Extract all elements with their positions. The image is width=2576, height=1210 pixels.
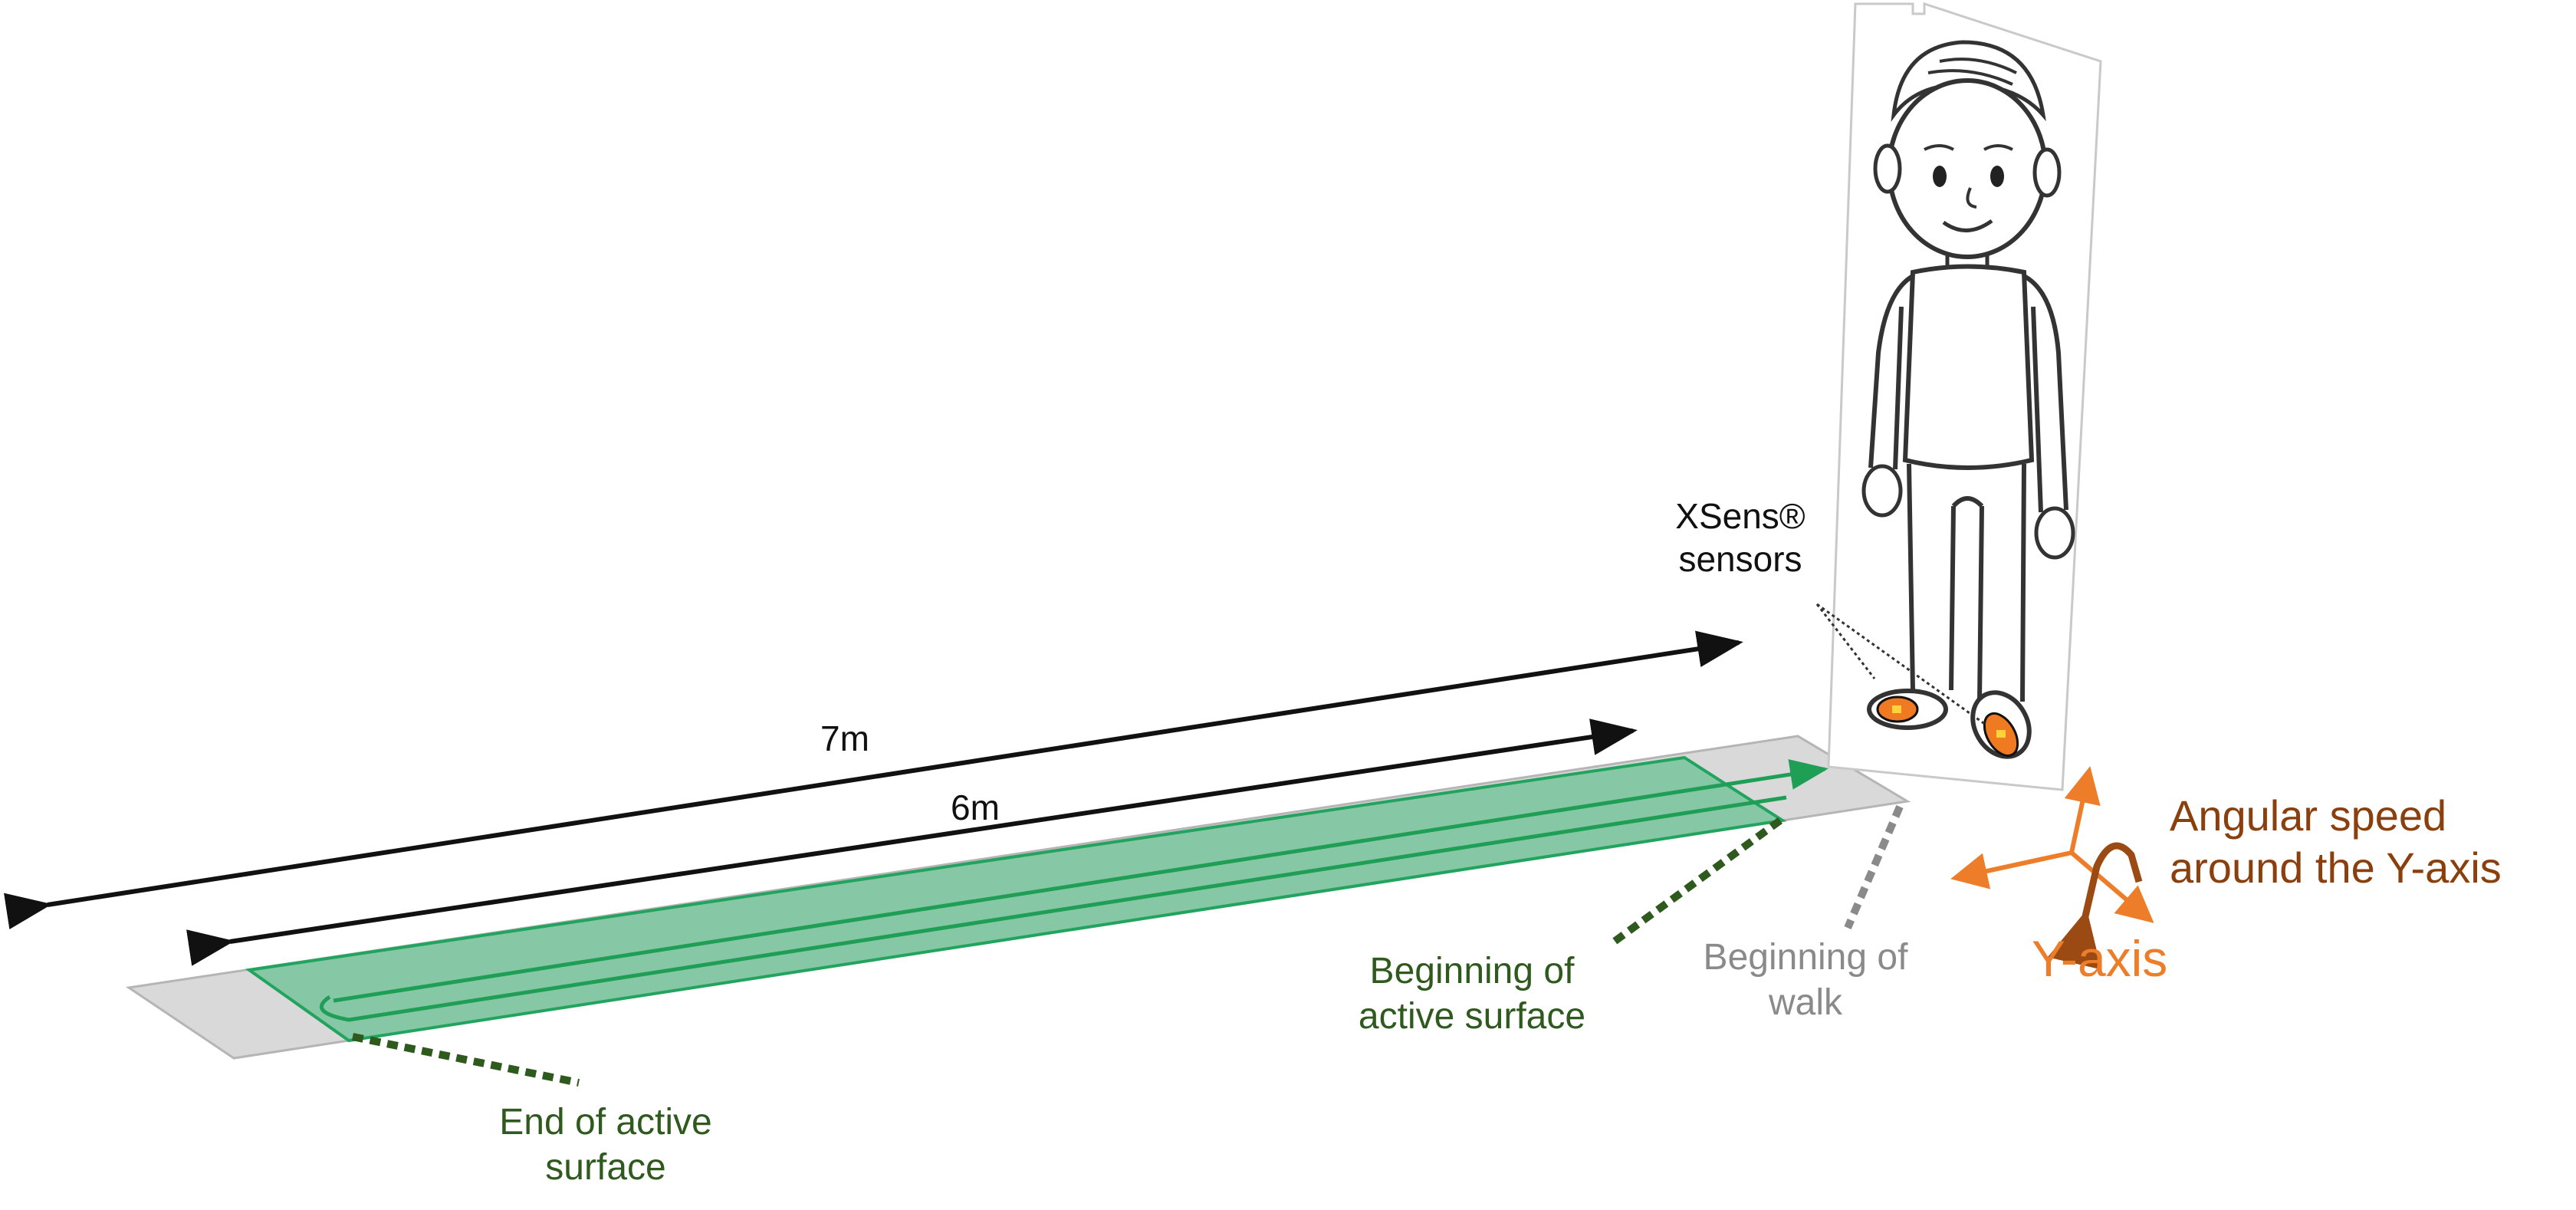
end-active-label: End of active surface	[475, 1100, 736, 1190]
begin-walk-callout	[1844, 805, 1904, 929]
sensors-label-line1: XSens®	[1675, 496, 1806, 536]
angular-speed-label-line1: Angular speed	[2170, 791, 2447, 840]
begin-active-label: Beginning of active surface	[1334, 949, 1610, 1039]
begin-walk-label-line1: Beginning of	[1703, 937, 1908, 978]
sensor-callout-right	[1816, 603, 1986, 726]
end-active-label-line2: surface	[545, 1146, 666, 1188]
angular-speed-label-line2: around the Y-axis	[2170, 843, 2502, 893]
rotation-arrow-icon	[2047, 842, 2143, 970]
foot-sensor-icon	[1876, 695, 1919, 723]
sensors-label: XSens® sensors	[1641, 495, 1840, 580]
standing-person-figure	[1827, 2, 2102, 791]
dimension-6m-arrow	[186, 718, 1638, 966]
begin-walk-label: Beginning of walk	[1675, 935, 1936, 1025]
end-active-label-line1: End of active	[499, 1102, 712, 1143]
foot-sensor-icon	[1983, 712, 2019, 757]
angular-speed-label: Angular speed around the Y-axis	[2170, 790, 2538, 895]
end-active-callout	[352, 1033, 580, 1087]
sensors-label-line2: sensors	[1678, 539, 1802, 580]
dimension-6m-label: 6m	[951, 787, 1000, 827]
xyz-axes-icon	[1950, 766, 2154, 923]
begin-active-label-line1: Beginning of	[1369, 951, 1575, 991]
y-axis-label: Y-axis	[2032, 930, 2168, 987]
dimension-7m-label: 7m	[820, 718, 869, 758]
begin-walk-label-line2: walk	[1768, 981, 1843, 1023]
walk-path-lower	[319, 795, 1787, 1022]
begin-active-label-line2: active surface	[1358, 995, 1586, 1037]
